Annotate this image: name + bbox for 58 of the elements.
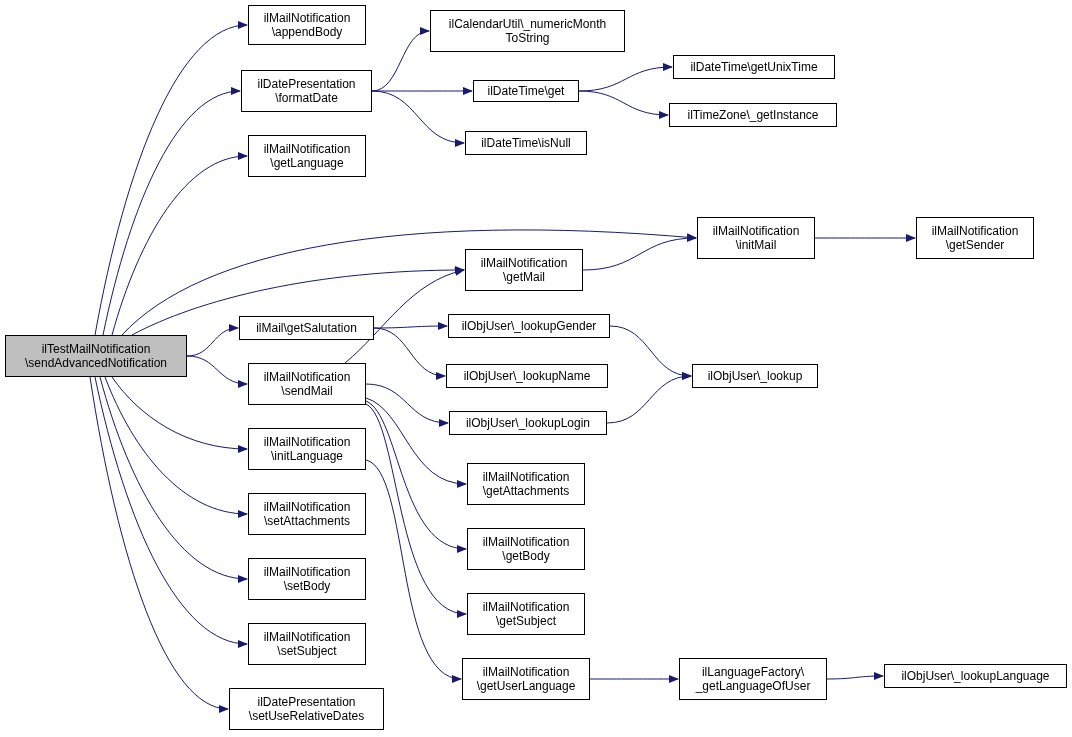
arrow [365, 383, 449, 427]
arrow [344, 268, 465, 364]
function-box: ilObjUser\_lookupGender [448, 314, 610, 338]
function-box: ilMail\getSalutation [239, 316, 374, 340]
function-box: ilObjUser\_lookupLogin [449, 411, 607, 435]
arrow [111, 153, 248, 336]
arrow [589, 675, 679, 683]
arrow [373, 322, 448, 331]
function-box: ilMailNotification \getMail [465, 249, 583, 291]
function-box: ilDatePresentation \formatDate [241, 70, 372, 112]
function-box: ilCalendarUtil\_numericMonth ToString [430, 10, 625, 52]
arrow [111, 376, 248, 453]
arrow [365, 397, 467, 487]
arrow [365, 400, 467, 552]
function-box: ilObjUser\_lookup [692, 364, 818, 388]
arrow [89, 376, 229, 712]
arrow [104, 376, 248, 518]
function-box: ilMailNotification \sendMail [248, 363, 366, 405]
function-box: ilDatePresentation \setUseRelativeDates [229, 688, 384, 730]
arrow [365, 459, 462, 681]
function-box: ilMailNotification \getAttachments [467, 463, 585, 505]
function-box: ilMailNotification \setAttachments [248, 493, 366, 535]
arrow [371, 90, 465, 147]
highlighted-function-box: ilTestMailNotification \sendAdvancedNotification [5, 335, 187, 377]
function-box: ilMailNotification \initMail [697, 217, 815, 259]
function-box: ilMailNotification \getBody [467, 528, 585, 570]
function-box: ilTimeZone\_getInstance [669, 103, 837, 127]
arrow [373, 327, 446, 379]
arrow [186, 355, 248, 388]
arrow [606, 372, 692, 424]
arrow [94, 376, 248, 647]
arrow [578, 90, 669, 119]
function-box: ilMailNotification \appendBody [248, 5, 366, 45]
arrow [94, 22, 248, 336]
function-box: ilMailNotification \initLanguage [248, 428, 366, 470]
arrow [371, 28, 430, 92]
function-box: ilDateTime\get [473, 80, 579, 102]
function-box: ilMailNotification \getUserLanguage [462, 658, 590, 700]
function-box: ilObjUser\_lookupName [446, 364, 608, 388]
function-box: ilMailNotification \setSubject [248, 623, 366, 665]
arrow [826, 672, 884, 681]
function-box: ilMailNotification \getLanguage [248, 135, 366, 177]
function-box: ilDateTime\isNull [465, 131, 587, 155]
function-box: ilDateTime\getUnixTime [673, 55, 835, 79]
function-box: ilMailNotification \getSender [916, 217, 1034, 259]
function-box: ilMailNotification \getSubject [467, 593, 585, 635]
arrow [365, 403, 467, 616]
arrow [121, 229, 697, 336]
function-box: ilLanguageFactory\ _getLanguageOfUser [679, 658, 827, 700]
arrow [814, 234, 916, 242]
arrow [99, 376, 248, 582]
arrow [131, 266, 465, 336]
function-box: ilMailNotification \setBody [248, 558, 366, 600]
function-box: ilObjUser\_lookupLanguage [884, 664, 1067, 688]
arrow [102, 88, 241, 336]
arrow [186, 324, 239, 357]
arrow [582, 234, 697, 271]
arrow [578, 63, 673, 92]
